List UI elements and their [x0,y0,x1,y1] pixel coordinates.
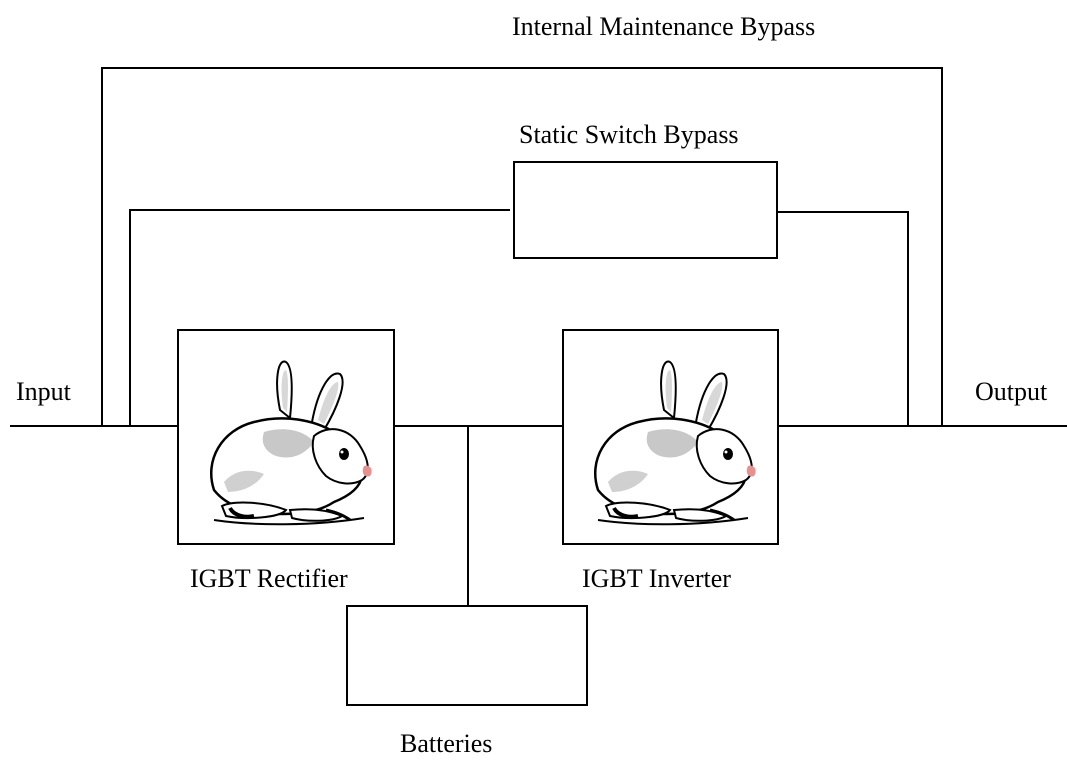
batteries-box [346,605,588,706]
connection-lines [10,67,1067,606]
internal-maintenance-bypass-line [101,67,943,426]
static-bypass-out-line [773,211,909,426]
input-label: Input [16,377,71,406]
static-bypass-in-line [129,209,510,426]
static-switch-bypass-label: Static Switch Bypass [519,120,739,149]
internal-maintenance-bypass-label: Internal Maintenance Bypass [512,12,816,41]
inverter-label: IGBT Inverter [582,564,731,593]
output-label: Output [975,377,1048,406]
static-switch-box [513,161,778,259]
batteries-label: Batteries [400,729,493,758]
rectifier-label: IGBT Rectifier [190,564,348,593]
